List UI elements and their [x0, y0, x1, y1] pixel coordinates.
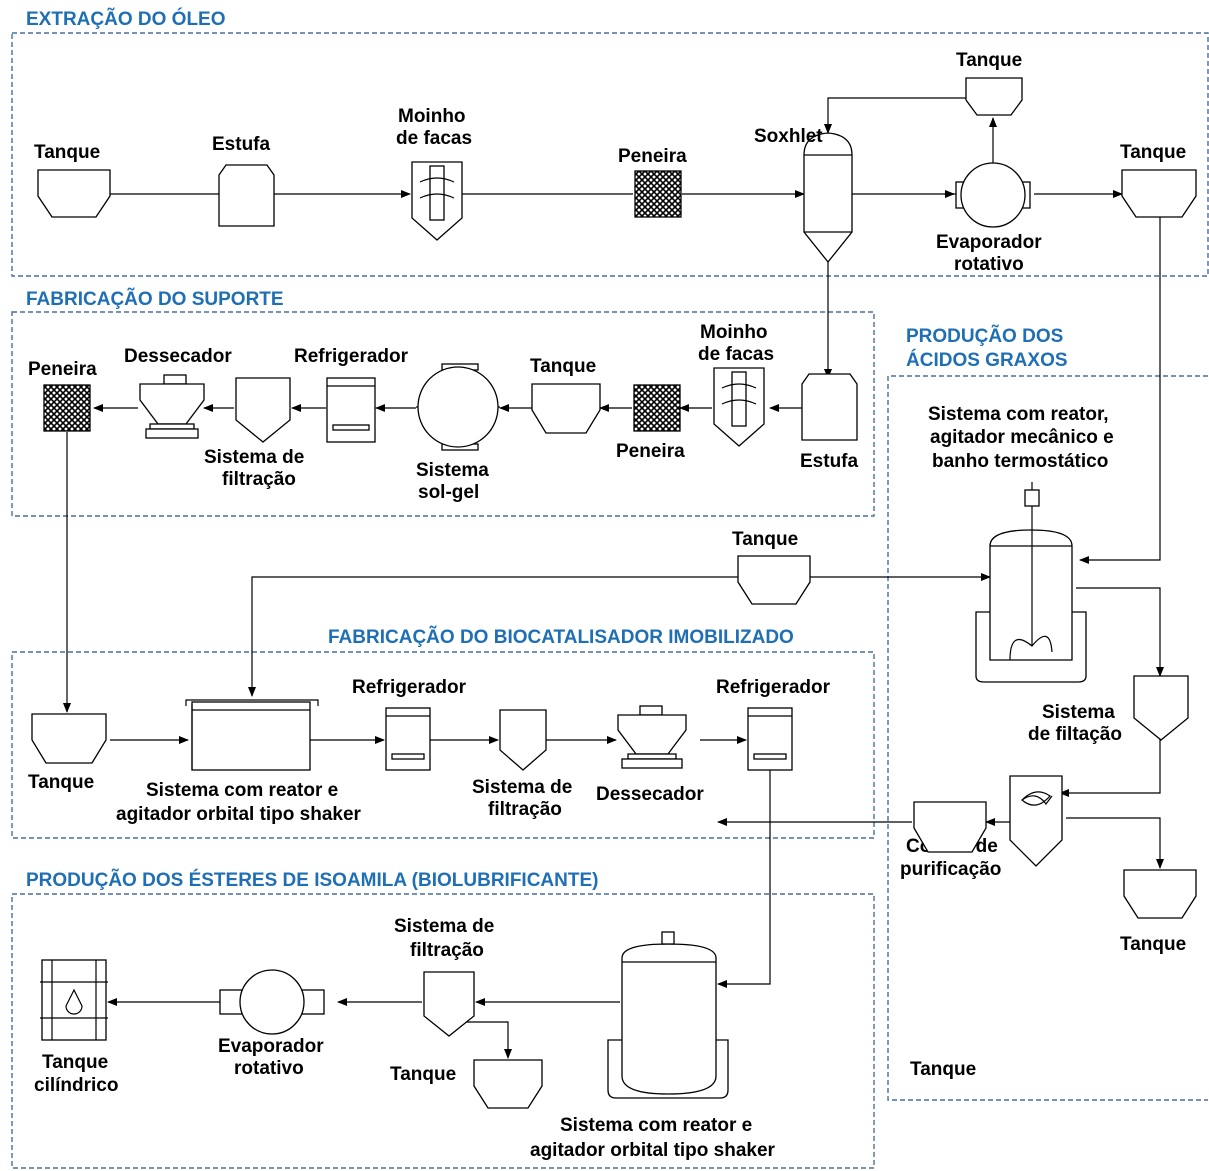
label-tanque-bio: Tanque — [28, 772, 94, 793]
label-tanque-suporte: Tanque — [530, 356, 596, 377]
reactor-mechanical-stirrer-icon — [975, 482, 1087, 683]
label-tanque-cil-2: cilíndrico — [34, 1075, 118, 1096]
section-box-suporte — [11, 311, 875, 517]
section-title-suporte: FABRICAÇÃO DO SUPORTE — [26, 288, 284, 310]
sol-gel-system-icon — [416, 363, 500, 451]
filtration-system-icon — [423, 971, 475, 1037]
section-title-esteres: PRODUÇÃO DOS ÉSTERES DE ISOAMILA (BIOLUB… — [26, 869, 598, 891]
tank-icon — [31, 713, 107, 764]
tank-icon — [531, 383, 601, 434]
label-tanque-est-right: Tanque — [910, 1059, 976, 1080]
refrigerator-icon — [747, 707, 793, 771]
tank-icon — [1123, 869, 1197, 919]
sieve-icon — [43, 384, 91, 432]
desiccator-icon — [617, 705, 687, 769]
tank-icon — [473, 1059, 543, 1109]
tank-icon — [737, 555, 811, 605]
rotary-evaporator-icon — [219, 969, 325, 1035]
orbital-shaker-reactor-icon — [607, 931, 729, 1099]
section-box-biocatalisador — [11, 651, 875, 839]
label-de-filtacao: de filtação — [1028, 724, 1122, 745]
tank-icon — [913, 801, 987, 853]
label-tanque-right: Tanque — [1120, 142, 1186, 163]
tank-icon — [37, 169, 111, 218]
label-evaporador: Evaporador — [936, 232, 1042, 253]
label-refrigerador-bio-2: Refrigerador — [716, 677, 831, 698]
filtration-system-icon — [499, 709, 547, 771]
knife-mill-icon — [411, 161, 463, 241]
purification-column-icon — [1009, 775, 1063, 867]
label-sistema-de: Sistema de — [204, 447, 304, 468]
label-estufa-2: Estufa — [800, 451, 859, 472]
oven-icon — [218, 164, 275, 227]
label-moinho: Moinho — [398, 106, 466, 127]
label-reator-shaker-2: agitador orbital tipo shaker — [116, 804, 362, 825]
label-evaporador-est: Evaporador — [218, 1036, 324, 1057]
label-reator-2: agitador mecânico e — [930, 427, 1114, 448]
label-tanque-top: Tanque — [956, 50, 1022, 71]
label-rotativo-est: rotativo — [234, 1058, 304, 1079]
label-tanque-est: Tanque — [390, 1064, 456, 1085]
label-sistema: Sistema — [416, 460, 489, 481]
label-peneira: Peneira — [618, 146, 687, 167]
orbital-shaker-reactor-icon — [185, 699, 319, 771]
filtration-system-icon — [1133, 675, 1189, 741]
section-title-oleo: EXTRAÇÃO DO ÓLEO — [26, 8, 226, 30]
drop-icon — [65, 988, 83, 1015]
label-rotativo: rotativo — [954, 254, 1024, 275]
label-tanque-mid: Tanque — [732, 529, 798, 550]
label-de-facas-2: de facas — [698, 344, 774, 365]
tank-icon — [1121, 169, 1197, 218]
label-tanque-cil-1: Tanque — [42, 1052, 108, 1073]
label-filtracao-bio: filtração — [488, 799, 562, 820]
filtration-system-icon — [235, 377, 291, 443]
label-refrigerador: Refrigerador — [294, 346, 409, 367]
label-reator-est-2: agitador orbital tipo shaker — [530, 1140, 776, 1161]
label-refrigerador-bio-1: Refrigerador — [352, 677, 467, 698]
soxhlet-icon — [803, 132, 853, 264]
label-soxhlet: Soxhlet — [754, 126, 823, 147]
rotary-evaporator-icon — [944, 162, 1031, 228]
label-reator-est-1: Sistema com reator e — [560, 1115, 752, 1136]
label-moinho-2: Moinho — [700, 322, 768, 343]
knife-mill-icon — [713, 367, 765, 447]
flow-lines — [63, 97, 1164, 1059]
label-reator-1: Sistema com reator, — [928, 404, 1109, 425]
label-dessecador-bio: Dessecador — [596, 784, 704, 805]
label-tanque: Tanque — [34, 142, 100, 163]
tank-icon — [965, 77, 1023, 116]
label-de-facas: de facas — [396, 128, 472, 149]
label-filtracao-est: filtração — [410, 940, 484, 961]
label-sistema-de-bio: Sistema de — [472, 777, 572, 798]
desiccator-icon — [139, 374, 205, 439]
label-sistema-de-est: Sistema de — [394, 916, 494, 937]
label-dessecador: Dessecador — [124, 346, 232, 367]
sieve-icon — [634, 170, 682, 218]
cylindrical-tank-icon — [40, 959, 108, 1041]
label-reator-3: banho termostático — [932, 451, 1108, 472]
section-title-acidos-line1: PRODUÇÃO DOS — [906, 325, 1063, 347]
section-box-oleo — [11, 32, 1209, 277]
label-reator-shaker-1: Sistema com reator e — [146, 780, 338, 801]
oven-icon — [801, 373, 858, 441]
label-peneira-2: Peneira — [616, 441, 685, 462]
label-purificacao: purificação — [900, 859, 1001, 880]
label-sistema-filt: Sistema — [1042, 702, 1115, 723]
section-title-biocatalisador: FABRICAÇÃO DO BIOCATALISADOR IMOBILIZADO — [328, 626, 794, 648]
label-tanque-acidos: Tanque — [1120, 934, 1186, 955]
label-estufa: Estufa — [212, 134, 271, 155]
label-filtracao: filtração — [222, 469, 296, 490]
section-title-acidos-line2: ÁCIDOS GRAXOS — [906, 349, 1068, 371]
refrigerator-icon — [326, 377, 376, 443]
sieve-icon — [633, 384, 681, 432]
label-peneira-suporte: Peneira — [28, 359, 97, 380]
section-box-acidos — [887, 375, 1208, 1101]
refrigerator-icon — [385, 707, 431, 771]
label-sol-gel: sol-gel — [418, 482, 479, 503]
